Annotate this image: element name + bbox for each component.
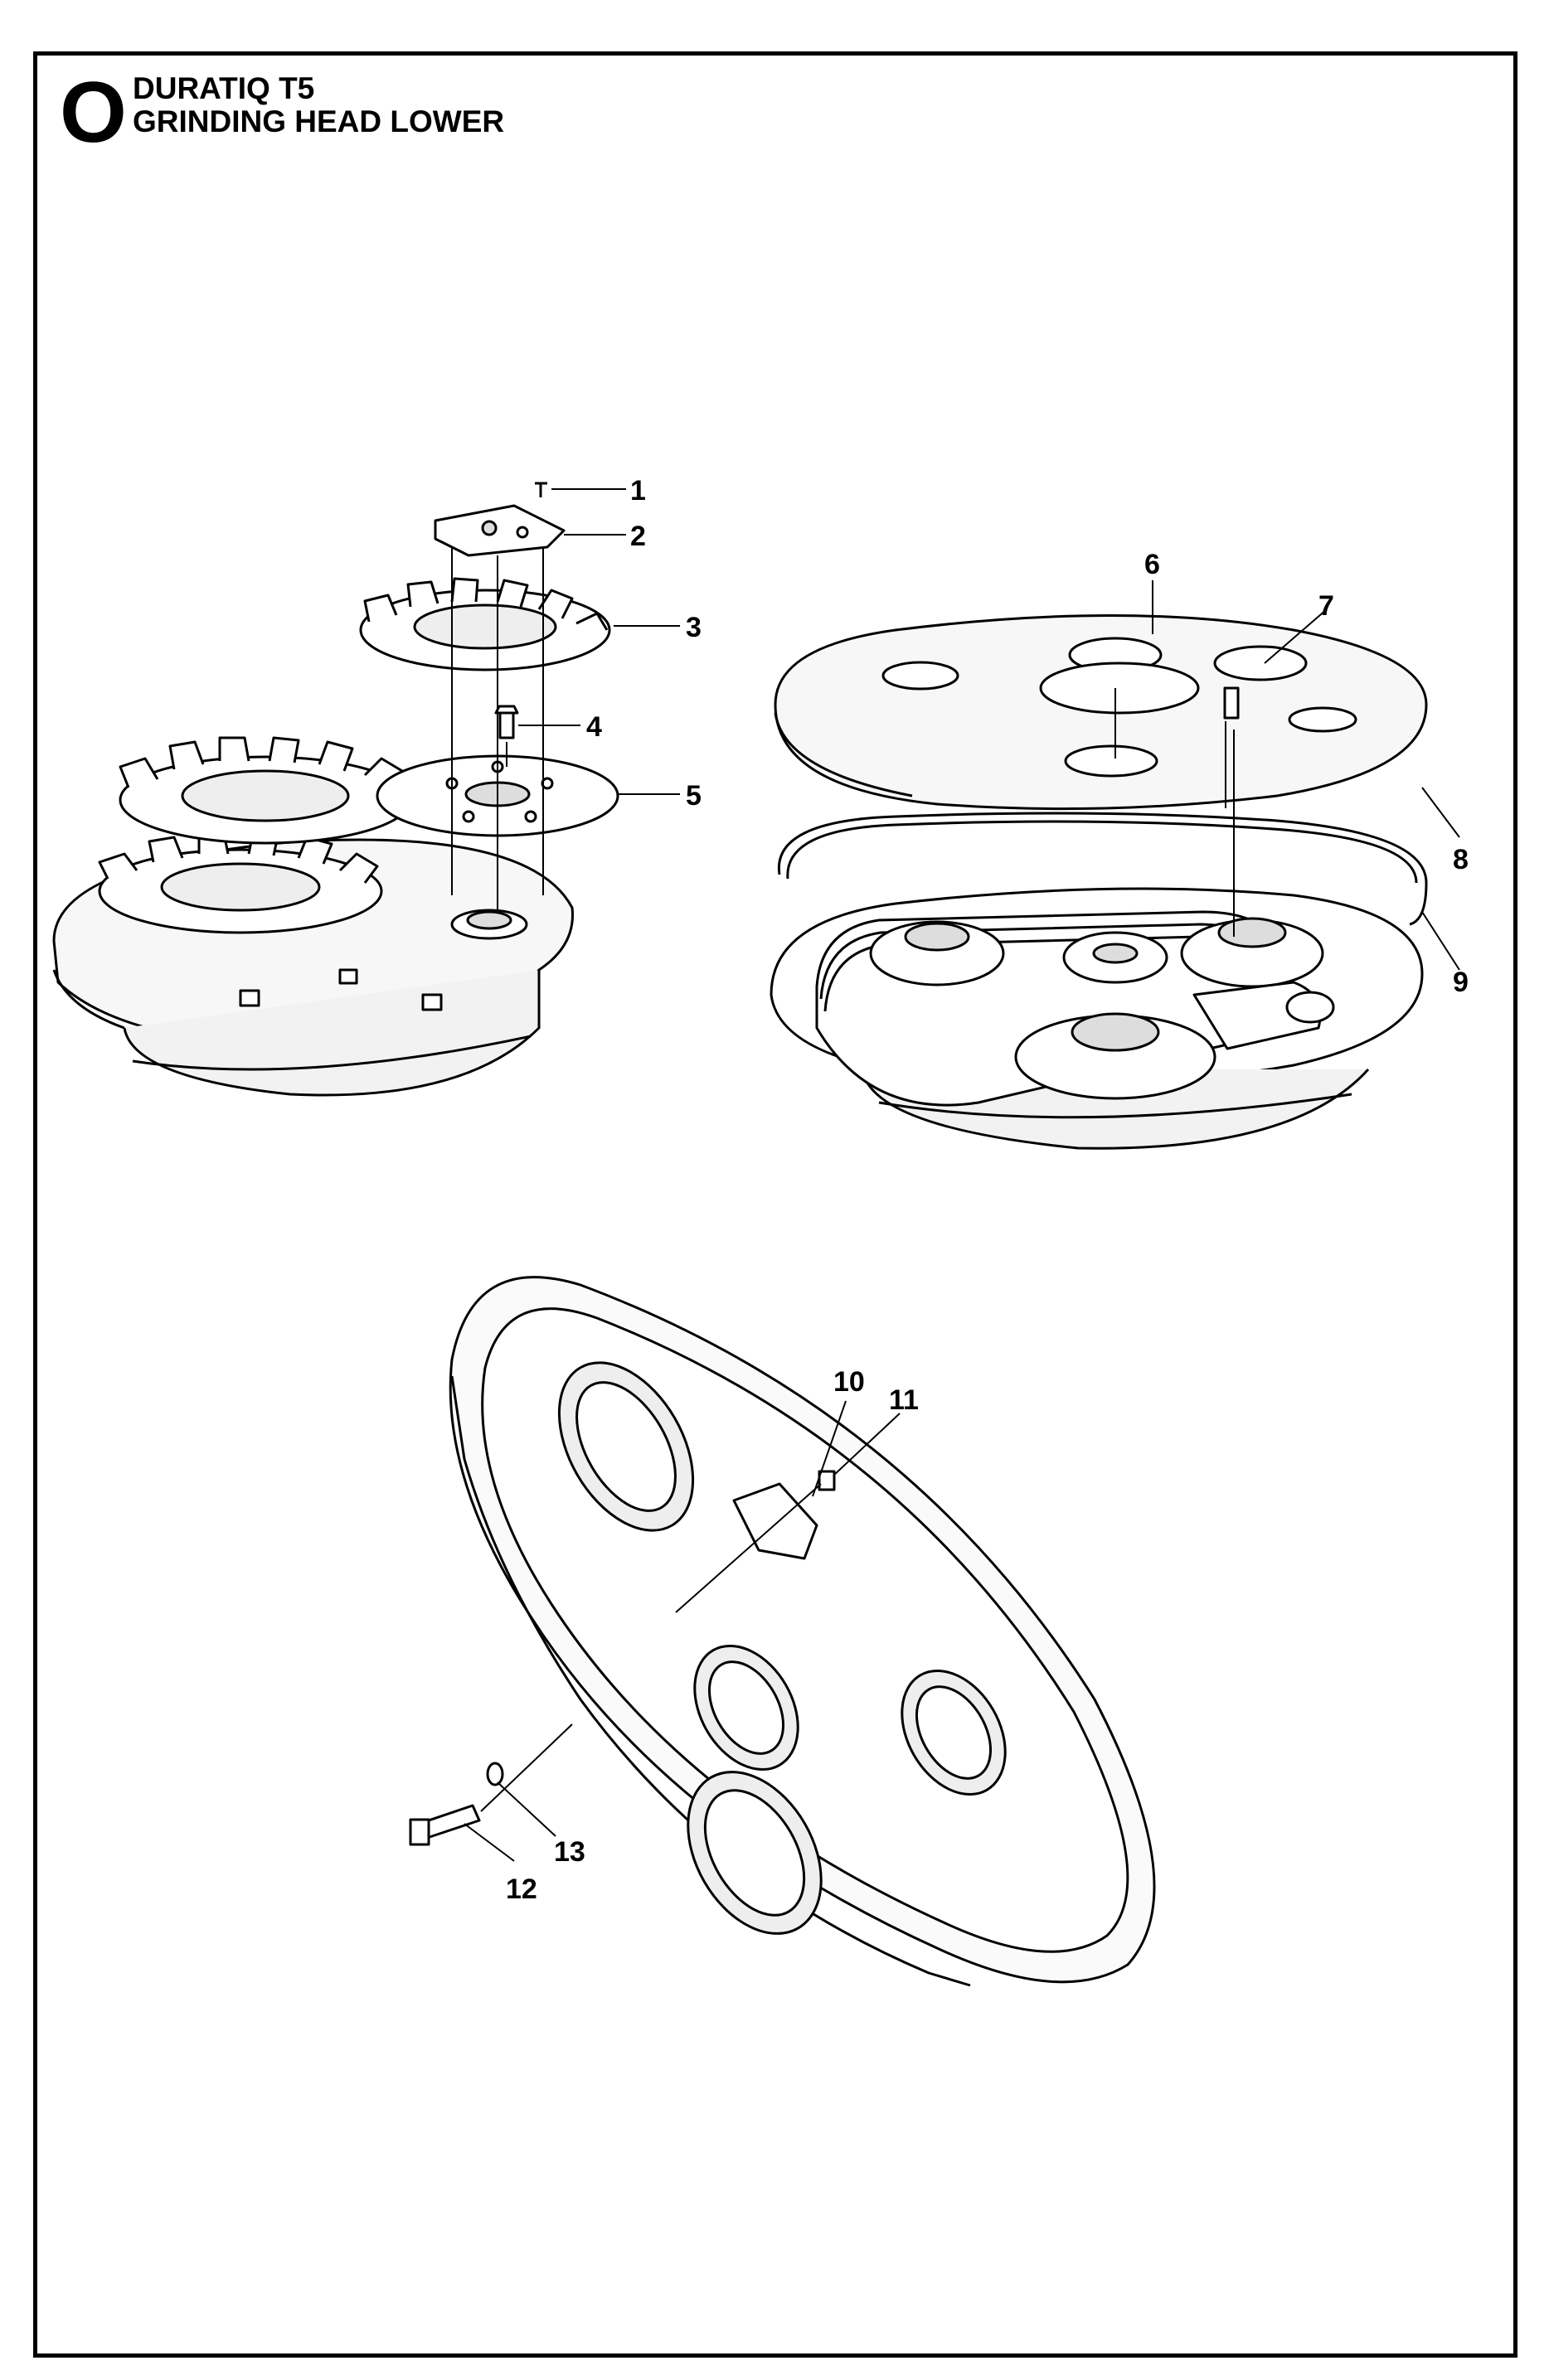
callout-2: 2 [630,521,646,552]
callout-1: 1 [630,475,646,507]
callout-13: 13 [554,1836,585,1868]
callout-7: 7 [1318,590,1334,622]
assembly-title: GRINDING HEAD LOWER [133,104,505,138]
left-head-assembly [52,482,619,1097]
callout-6: 6 [1144,549,1160,580]
callout-8: 8 [1453,844,1469,875]
callout-11: 11 [889,1384,919,1416]
callout-9: 9 [1453,967,1469,998]
model-title: DURATIQ T5 [133,71,315,105]
callout-12: 12 [506,1873,537,1905]
lower-housing-underside [409,1276,1156,1987]
leader-lines [464,488,1460,1862]
callout-4: 4 [586,711,602,743]
callout-5: 5 [686,780,702,812]
callout-3: 3 [686,612,702,643]
section-letter: O [60,65,127,161]
right-belt-drive-assembly [770,614,1428,1150]
callout-10: 10 [833,1366,865,1398]
page-frame [33,51,1517,2358]
